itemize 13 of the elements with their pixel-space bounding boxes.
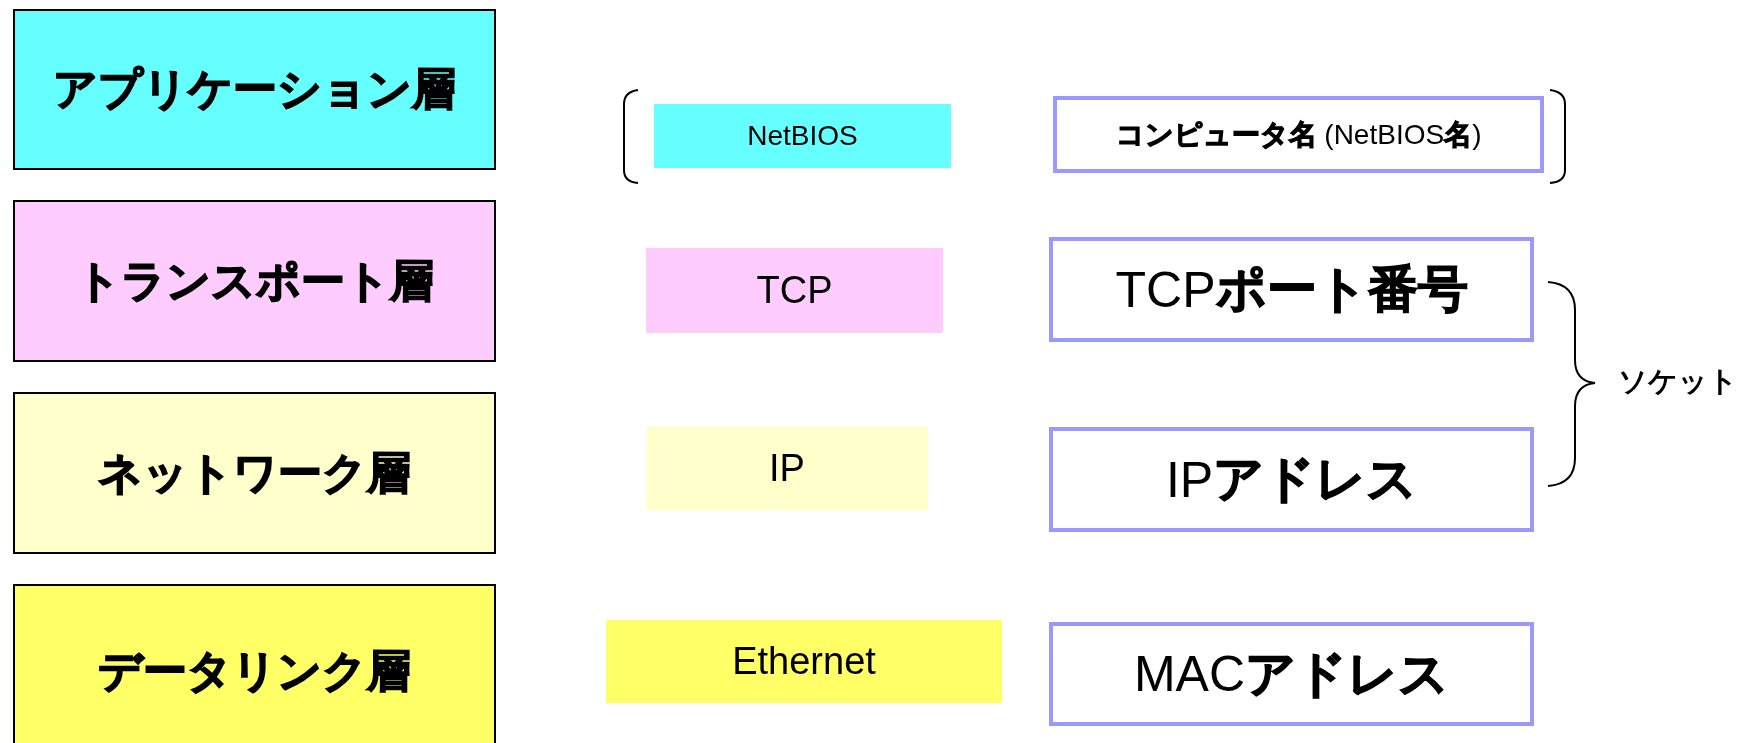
layer-box: トランスポート層 bbox=[13, 200, 496, 362]
bracket-label: ソケット bbox=[1618, 364, 1738, 399]
address-box: コンピュータ名 (NetBIOS名) bbox=[1053, 96, 1544, 173]
address-box: TCPポート番号 bbox=[1049, 237, 1534, 342]
layer-box: アプリケーション層 bbox=[13, 9, 496, 170]
protocol-box: IP bbox=[646, 427, 928, 510]
layer-box: ネットワーク層 bbox=[13, 392, 496, 554]
protocol-box: TCP bbox=[646, 248, 943, 333]
layer-box: データリンク層 bbox=[13, 584, 496, 743]
address-box: IPアドレス bbox=[1049, 427, 1534, 532]
address-box: MACアドレス bbox=[1049, 622, 1534, 726]
protocol-box: Ethernet bbox=[606, 620, 1002, 703]
protocol-box: NetBIOS bbox=[654, 104, 951, 168]
